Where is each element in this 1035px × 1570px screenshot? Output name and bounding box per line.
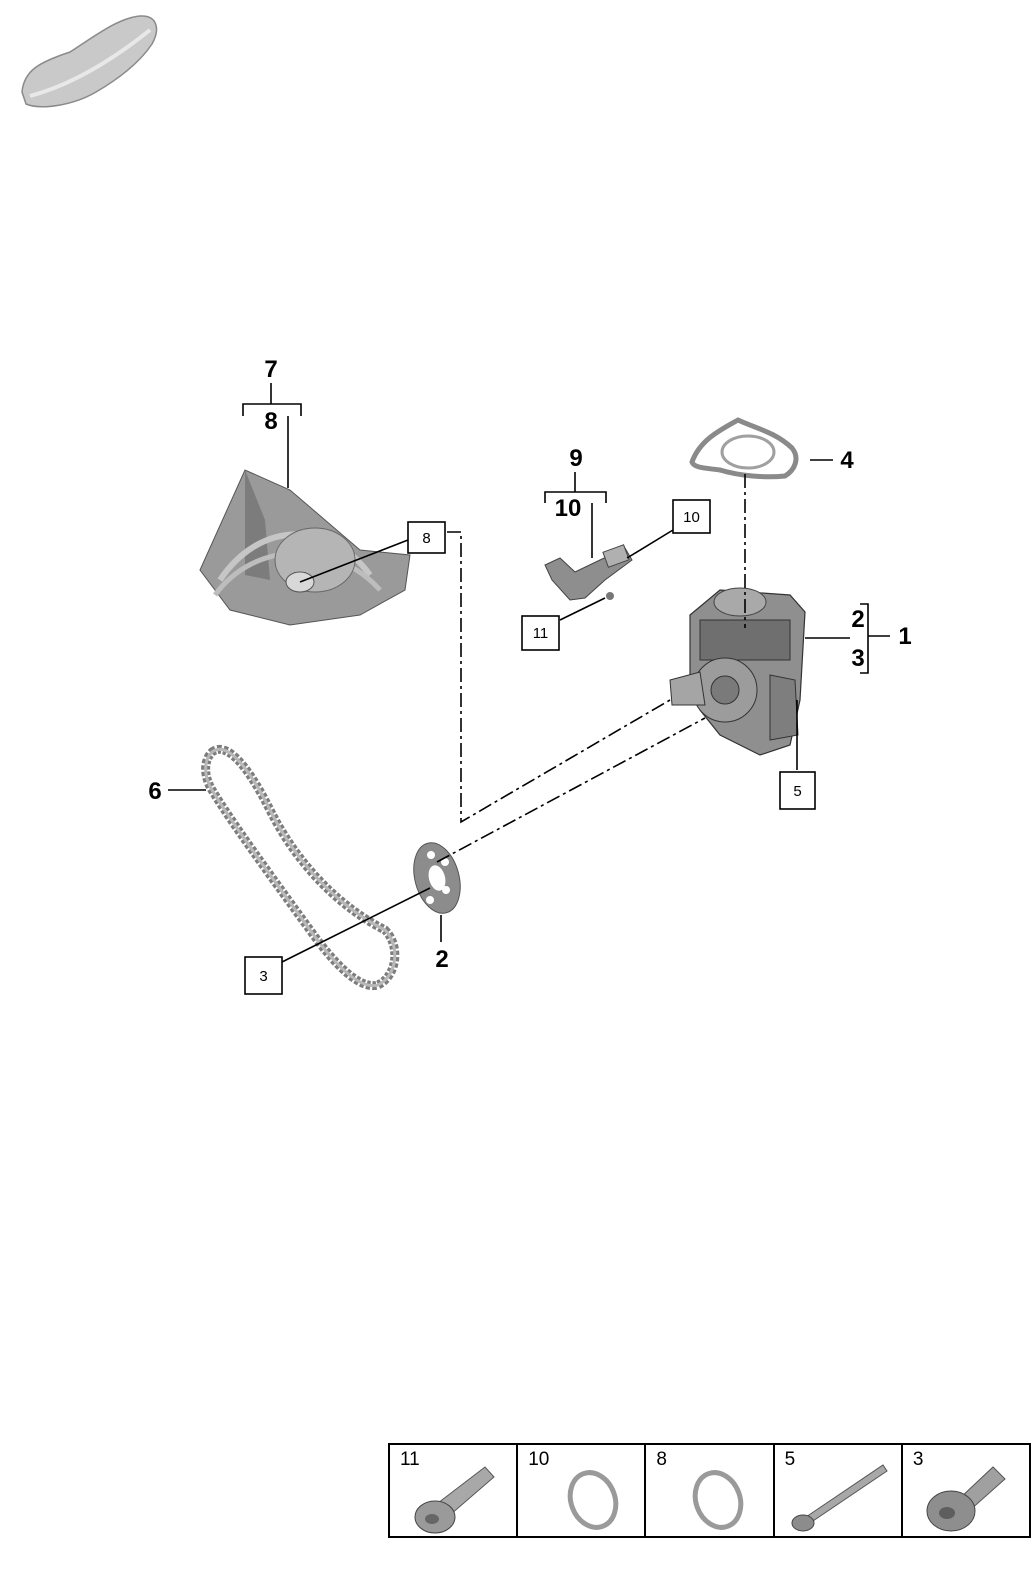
- legend-cell-8: 8: [646, 1445, 775, 1536]
- legend-cell-3: 3: [903, 1445, 1029, 1536]
- legend-number: 11: [400, 1449, 420, 1470]
- legend-cell-5: 5: [775, 1445, 903, 1536]
- fastener-legend: 11 10 8 5 3: [388, 1443, 1031, 1538]
- callout-1: 1: [898, 623, 911, 650]
- boxed-label-3: 3: [244, 956, 283, 995]
- boxed-label-11: 11: [521, 615, 560, 651]
- gasket: [689, 417, 799, 480]
- callout-4: 4: [840, 447, 854, 474]
- long-bolt-icon: [791, 1464, 888, 1532]
- callout-7: 7: [264, 356, 277, 383]
- leader-lines: [168, 383, 890, 963]
- svg-text:8: 8: [422, 530, 430, 547]
- alignment-lines: [436, 474, 746, 863]
- legend-cell-11: 11: [390, 1445, 519, 1536]
- callout-numbers: 7 8 9 10 4 2 3 1 6 2: [148, 356, 911, 973]
- oil-pump: [669, 587, 806, 756]
- callout-8: 8: [264, 408, 277, 435]
- callout-3-pump: 3: [851, 645, 864, 672]
- sprocket: [413, 842, 461, 914]
- collar-bolt-icon: [926, 1466, 1006, 1532]
- boxed-labels: 8 10 11 5 3: [244, 499, 816, 995]
- boxed-label-10: 10: [672, 499, 711, 534]
- legend-cell-10: 10: [518, 1445, 647, 1536]
- boxed-label-5: 5: [779, 771, 816, 810]
- callout-10: 10: [555, 495, 582, 522]
- callout-9: 9: [569, 445, 582, 472]
- svg-text:11: 11: [533, 625, 549, 642]
- svg-text:10: 10: [683, 509, 700, 526]
- legend-number: 3: [912, 1449, 924, 1470]
- drive-chain: [201, 744, 400, 991]
- bolt-icon: [414, 1466, 495, 1534]
- svg-text:5: 5: [793, 783, 801, 800]
- svg-text:3: 3: [259, 968, 267, 985]
- callout-6: 6: [148, 778, 161, 805]
- legend-number: 8: [656, 1449, 667, 1470]
- solenoid-valve: [544, 544, 633, 601]
- chain-tensioner-housing: [199, 469, 411, 626]
- o-ring-icon: [567, 1470, 619, 1530]
- callout-2-sprocket: 2: [435, 946, 448, 973]
- o-ring-icon: [693, 1470, 744, 1530]
- boxed-label-8: 8: [407, 521, 446, 554]
- legend-number: 5: [784, 1449, 796, 1470]
- car-model-icon: [21, 15, 158, 108]
- legend-number: 10: [528, 1449, 550, 1470]
- callout-2-pump: 2: [851, 606, 864, 633]
